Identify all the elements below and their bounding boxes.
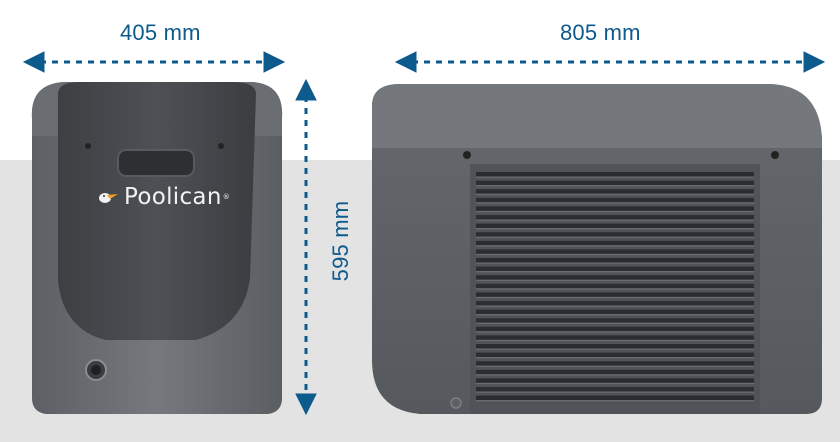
vent-slat-highlight	[476, 305, 754, 307]
vent-slat-highlight	[476, 245, 754, 247]
vent-slat-highlight	[476, 262, 754, 264]
front-width-label: 405 mm	[120, 20, 201, 45]
vent-slat-highlight	[476, 210, 754, 213]
vent-slat	[476, 232, 754, 237]
vent-slat-highlight	[476, 296, 754, 299]
vent-slat-highlight	[476, 400, 754, 402]
brand-trademark: ®	[222, 193, 231, 201]
vent-slat-highlight	[476, 339, 754, 342]
vent-slat-highlight	[476, 176, 754, 178]
vent-slat	[476, 369, 754, 375]
side-width-label: 805 mm	[560, 20, 641, 45]
side-screw-right	[771, 151, 779, 159]
side-unit-top-edge	[372, 84, 822, 148]
vent-slat	[476, 361, 754, 366]
vent-slat	[476, 318, 754, 323]
vent-slat	[476, 180, 754, 186]
vent-slat	[476, 292, 754, 297]
front-handle	[117, 149, 195, 177]
dimension-arrow-icon	[22, 51, 826, 416]
vent-slat	[476, 275, 754, 280]
vent-slat-highlight	[476, 365, 754, 367]
vent-slat-highlight	[476, 202, 754, 204]
vent-slat	[476, 266, 754, 272]
vent-slat	[476, 172, 754, 177]
front-screw-right	[218, 143, 224, 149]
vent-slat	[476, 301, 754, 306]
side-screw-left	[463, 151, 471, 159]
vent-slat-highlight	[476, 391, 754, 393]
side-vent-grille	[476, 172, 754, 402]
pelican-logo-icon	[99, 193, 118, 203]
vent-slat	[476, 215, 754, 220]
vent-slat	[476, 206, 754, 211]
vent-slat-highlight	[476, 374, 754, 376]
vent-slat-highlight	[476, 219, 754, 221]
vent-slat	[476, 240, 754, 246]
vent-slat-highlight	[476, 271, 754, 273]
vent-slat-highlight	[476, 193, 754, 195]
vent-slat	[476, 258, 754, 263]
vent-slat	[476, 326, 754, 332]
brand-name: Poolican	[124, 184, 222, 210]
vent-slat-highlight	[476, 288, 754, 290]
vent-slat	[476, 283, 754, 289]
vent-slat-highlight	[476, 357, 754, 359]
vent-slat-highlight	[476, 314, 754, 316]
vent-slat-highlight	[476, 185, 754, 187]
vent-slat-highlight	[476, 322, 754, 324]
vent-slat	[476, 387, 754, 392]
side-unit	[372, 84, 822, 414]
vent-slat	[476, 352, 754, 358]
vent-slat	[476, 378, 754, 383]
vent-slat	[476, 335, 754, 340]
vent-slat-highlight	[476, 236, 754, 238]
height-label: 595 mm	[328, 200, 353, 282]
vent-slat	[476, 197, 754, 203]
vent-slat-highlight	[476, 382, 754, 385]
brand-logo: Poolican®	[97, 184, 230, 210]
front-screw-left	[85, 143, 91, 149]
vent-slat	[476, 249, 754, 254]
vent-slat-highlight	[476, 279, 754, 281]
vent-slat	[476, 223, 754, 229]
vent-slat-highlight	[476, 331, 754, 333]
vent-slat	[476, 309, 754, 315]
vent-slat-highlight	[476, 348, 754, 350]
front-unit	[31, 82, 283, 414]
vent-slat	[476, 344, 754, 349]
vent-slat-highlight	[476, 228, 754, 230]
side-bottom-port	[450, 397, 462, 409]
vent-slat	[476, 395, 754, 401]
vent-slat	[476, 189, 754, 194]
vent-slat-highlight	[476, 253, 754, 256]
front-unit-panel	[58, 82, 256, 340]
